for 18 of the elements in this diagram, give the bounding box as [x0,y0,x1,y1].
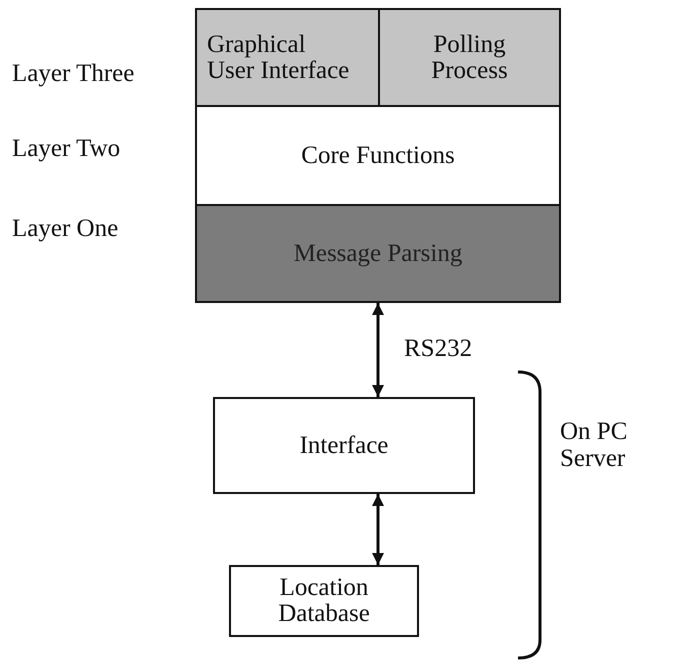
box-label: Core Functions [301,142,455,168]
box-label: Message Parsing [294,240,462,266]
double-arrow [372,303,384,397]
bracket-label: On PC Server [560,418,628,472]
layer-label: Layer Two [12,135,122,162]
process-box [229,565,419,637]
box-label: Graphical User Interface [207,32,350,84]
layer-box [195,8,380,107]
process-box [213,397,475,494]
box-label: Location Database [277,575,371,627]
layer-box [378,8,561,107]
box-label: Interface [300,432,388,458]
layer-label: Layer One [12,215,120,242]
box-label: Polling Process [430,32,509,84]
layer-box [195,204,561,303]
layer-box [195,105,561,206]
double-arrow [372,494,384,565]
layer-label: Layer Three [12,60,136,87]
